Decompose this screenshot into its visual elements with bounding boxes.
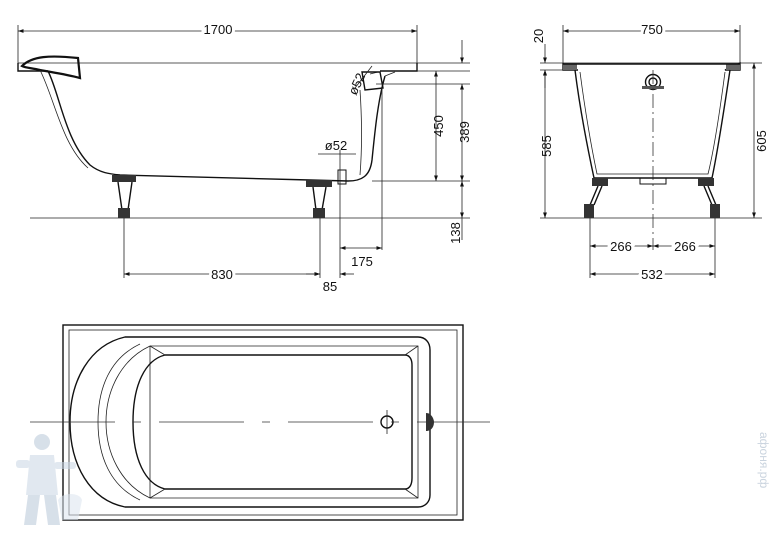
dim-end-height-585: 585: [539, 135, 554, 157]
watermark-text: афоня.рф: [757, 432, 771, 488]
dim-rim-thickness-20: 20: [531, 29, 546, 43]
dim-drain-to-wall-175: 175: [351, 254, 373, 269]
dim-drain-offset-85: 85: [323, 279, 337, 294]
dim-end-width-750: 750: [641, 22, 663, 37]
dim-leg-half-left-266: 266: [610, 239, 632, 254]
dim-leg-height-138: 138: [448, 222, 463, 244]
end-leg-left: [584, 178, 608, 218]
dim-end-height-605: 605: [754, 130, 769, 152]
headrest-shape: [20, 55, 82, 80]
dim-overflow-diameter: ø52: [345, 71, 368, 98]
dim-leg-total-532: 532: [641, 267, 663, 282]
dim-side-depth-450: 450: [431, 115, 446, 137]
side-view: 1700 ø52 ø52 450 389 138 830 85 175: [17, 19, 472, 294]
plumber-mascot-logo: [16, 434, 82, 525]
dim-side-length: 1700: [204, 22, 233, 37]
dim-leg-spacing-830: 830: [211, 267, 233, 282]
leg-left: [112, 175, 136, 218]
top-view: [30, 324, 490, 521]
end-view: 750 20 585 605 266 266 532: [531, 19, 769, 285]
dim-leg-half-right-266: 266: [674, 239, 696, 254]
dim-inner-depth-389: 389: [457, 121, 472, 143]
dim-drain-diameter: ø52: [325, 138, 347, 153]
end-leg-right: [698, 178, 720, 218]
leg-right: [306, 180, 332, 218]
